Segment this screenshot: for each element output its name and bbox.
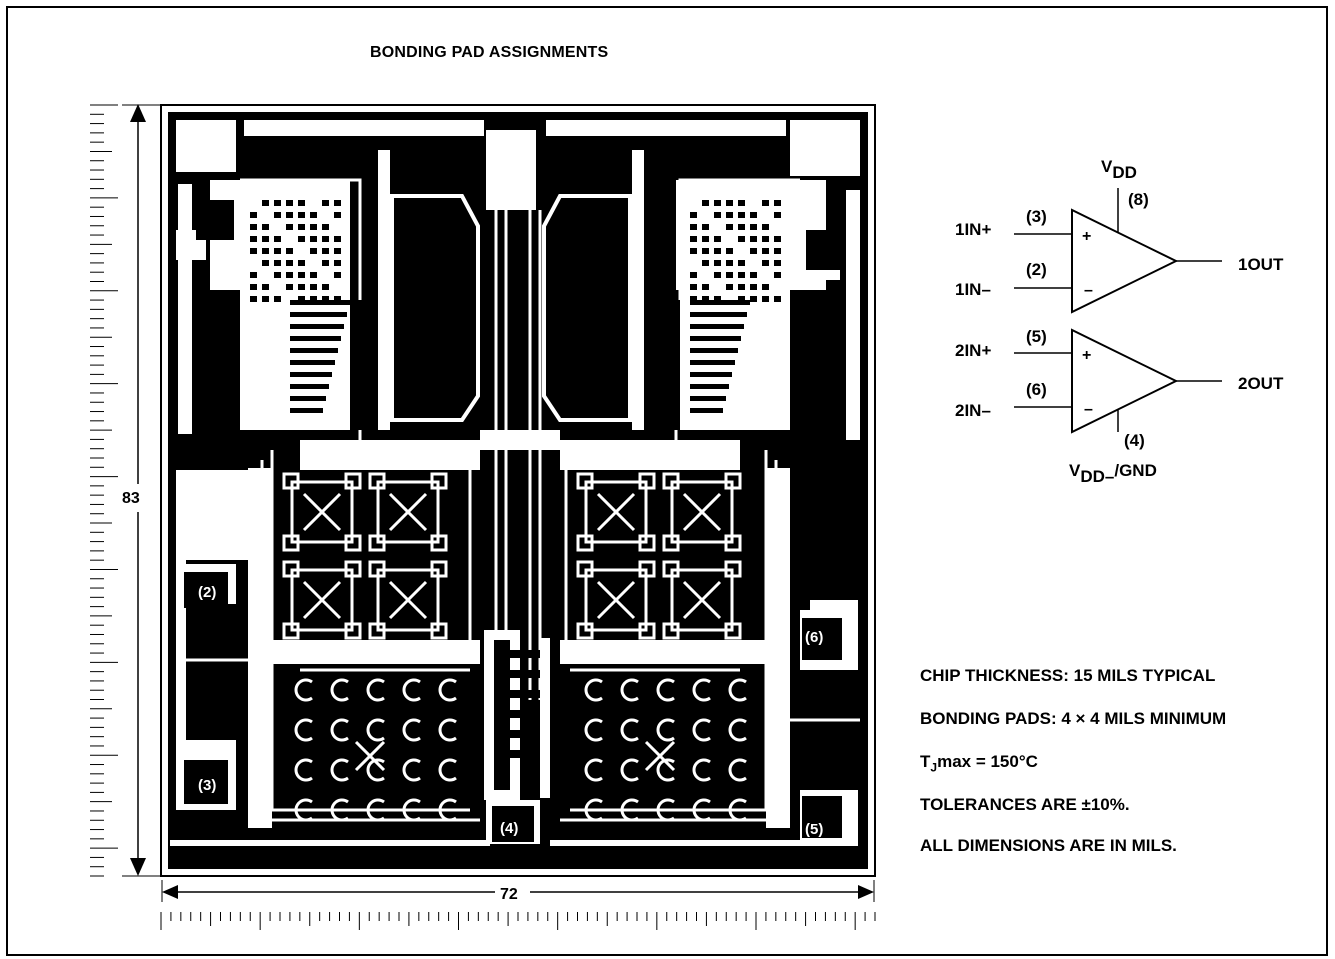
width-dimension-arrow — [161, 880, 875, 902]
note-bonding-pads: BONDING PADS: 4 × 4 MILS MINIMUM — [920, 709, 1227, 728]
note-chip-thickness: CHIP THICKNESS: 15 MILS TYPICAL — [920, 666, 1216, 685]
pad-2-label: (2) — [198, 584, 216, 601]
op-amp-1-plus: + — [1082, 228, 1091, 245]
gnd-label: VDD–/GND — [1069, 461, 1157, 486]
left-ruler — [90, 104, 118, 877]
page-border — [6, 6, 1328, 956]
pad-1-label: (1) — [190, 148, 208, 165]
in2p-label: 2IN+ — [955, 341, 991, 360]
in2n-pin-label: (6) — [1026, 380, 1047, 399]
schematic-wires — [1014, 188, 1222, 432]
op-amp-1 — [1071, 208, 1179, 314]
pad-7-label: (7) — [813, 147, 831, 164]
vdd-label: VDD — [1101, 157, 1137, 182]
in2p-pin-label: (5) — [1026, 327, 1047, 346]
op-amp-1-minus: – — [1084, 282, 1093, 299]
gnd-pin-label: (4) — [1124, 431, 1145, 450]
op-amp-2-plus: + — [1082, 347, 1091, 364]
note-tj-max: TJmax = 150°C — [920, 752, 1038, 775]
width-dimension-label: 72 — [500, 886, 518, 903]
pad-6-label: (6) — [805, 629, 823, 646]
bottom-ruler — [160, 912, 876, 930]
op-amp-2 — [1071, 328, 1179, 434]
op-amp-2-minus: – — [1084, 401, 1093, 418]
pad-3-label: (3) — [198, 777, 216, 794]
in1p-label: 1IN+ — [955, 220, 991, 239]
in1n-pin-label: (2) — [1026, 260, 1047, 279]
out1-label: 1OUT — [1238, 255, 1284, 274]
vdd-pin-label: (8) — [1128, 190, 1149, 209]
out2-label: 2OUT — [1238, 374, 1284, 393]
in2n-label: 2IN– — [955, 401, 991, 420]
pad-4-label: (4) — [500, 820, 518, 837]
die-circuit-layout — [170, 120, 860, 846]
in1p-pin-label: (3) — [1026, 207, 1047, 226]
height-dimension-label: 83 — [122, 490, 140, 507]
in1n-label: 1IN– — [955, 280, 991, 299]
note-units: ALL DIMENSIONS ARE IN MILS. — [920, 836, 1177, 855]
page-title: BONDING PAD ASSIGNMENTS — [370, 44, 609, 61]
pad-5-label: (5) — [805, 821, 823, 838]
note-tolerances: TOLERANCES ARE ±10%. — [920, 795, 1130, 814]
pad-8-label: (8) — [499, 156, 517, 173]
op-amp-schematic — [1071, 208, 1179, 434]
height-dimension-arrow — [122, 104, 160, 877]
